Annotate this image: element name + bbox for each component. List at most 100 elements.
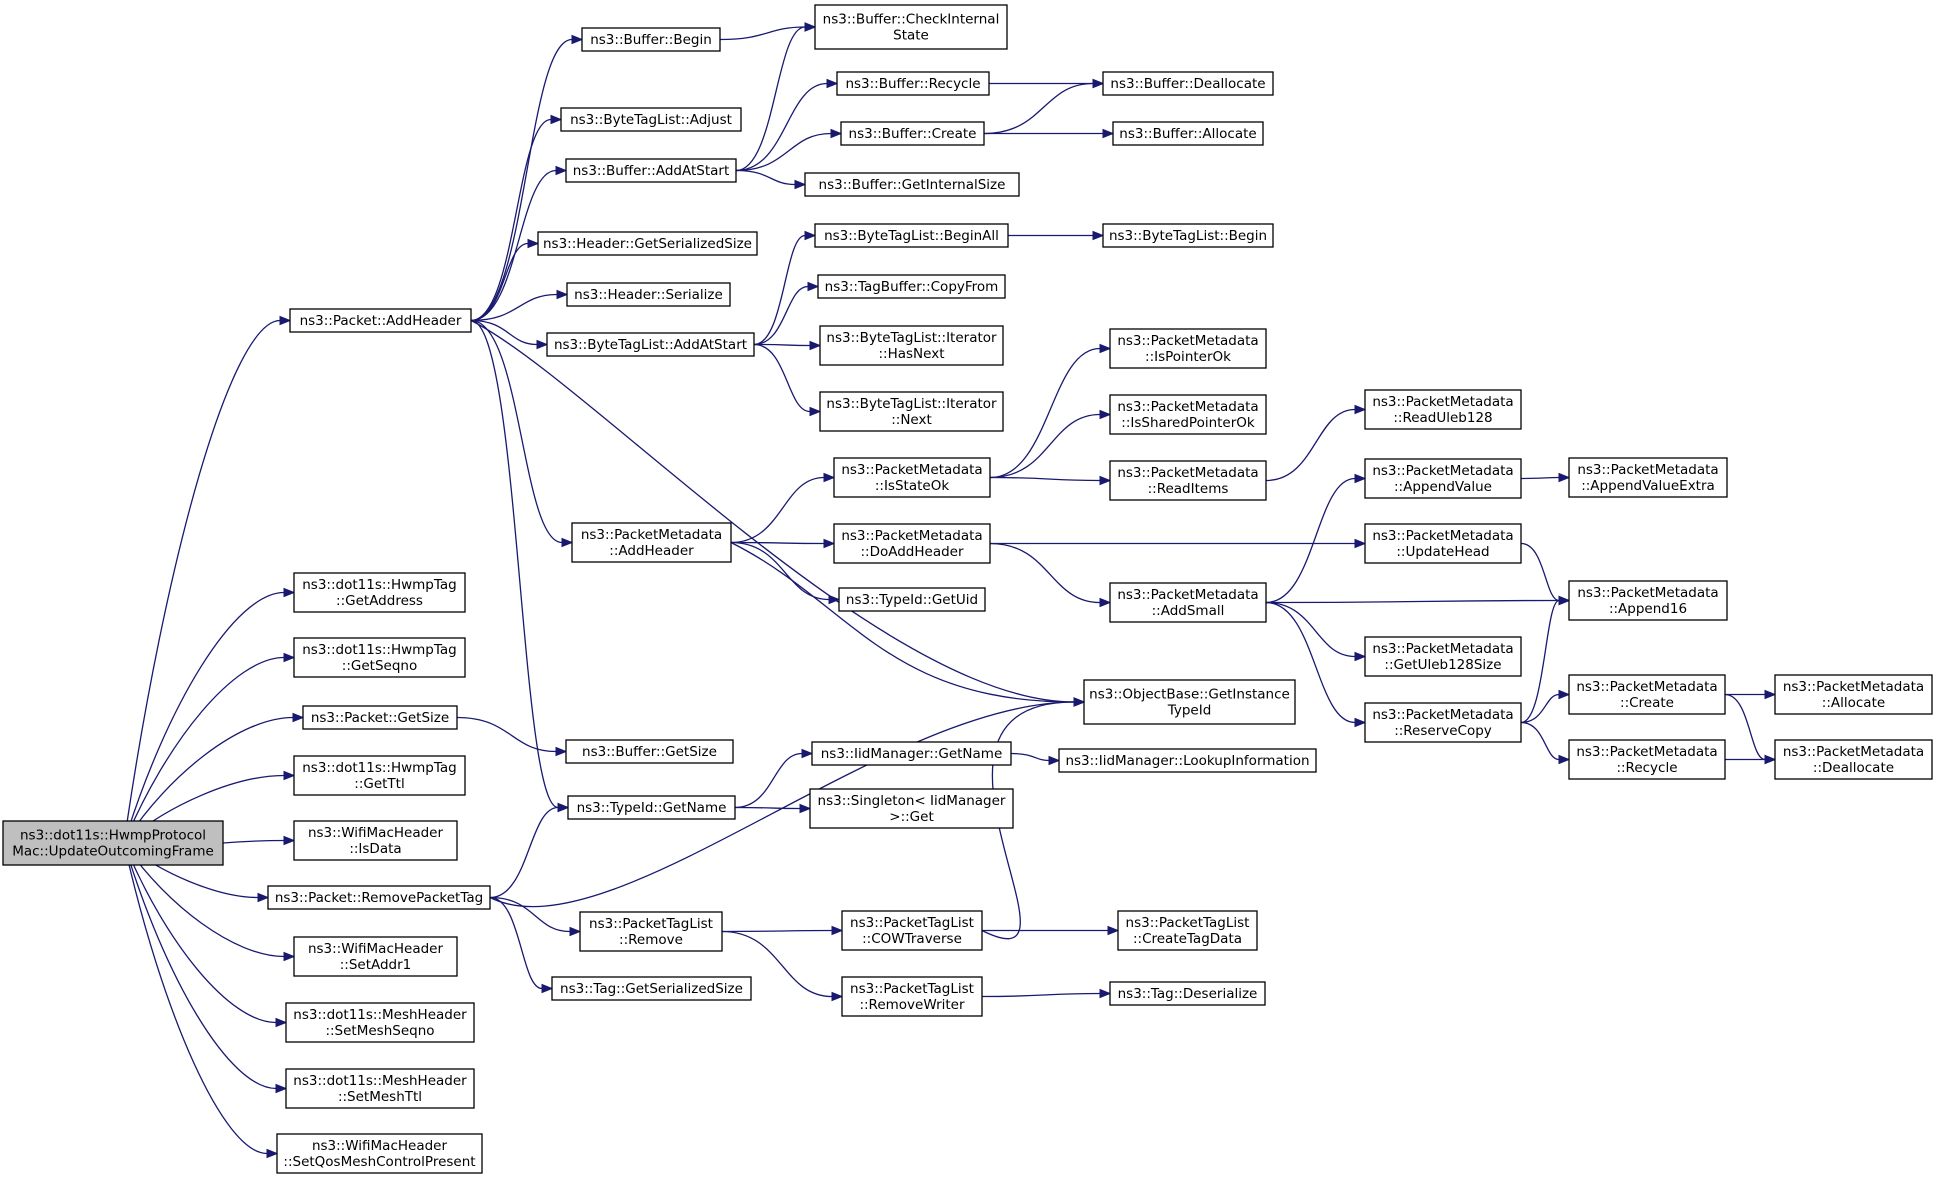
- node-ns3-packetmetadata-ispointerok[interactable]: ns3::PacketMetadata::IsPointerOk: [1109, 328, 1267, 369]
- node-label: ns3::Tag::Deserialize: [1118, 986, 1258, 1002]
- node-ns3-packetmetadata-reservecopy[interactable]: ns3::PacketMetadata::ReserveCopy: [1364, 702, 1522, 743]
- node-ns3-header-serialize[interactable]: ns3::Header::Serialize: [566, 282, 731, 307]
- node-ns3-packetmetadata-getuleb128size[interactable]: ns3::PacketMetadata::GetUleb128Size: [1364, 636, 1522, 677]
- node-label: ns3::WifiMacHeader: [308, 825, 444, 841]
- node-ns3-wifimacheader-setqosmeshcontrolpresent[interactable]: ns3::WifiMacHeader::SetQosMeshControlPre…: [276, 1133, 483, 1174]
- node-ns3-bytetaglist-iterator-next[interactable]: ns3::ByteTagList::Iterator::Next: [819, 391, 1004, 432]
- node-ns3-buffer-deallocate[interactable]: ns3::Buffer::Deallocate: [1102, 71, 1274, 96]
- node-ns3-packetmetadata-create[interactable]: ns3::PacketMetadata::Create: [1568, 674, 1726, 715]
- node-ns3-buffer-allocate[interactable]: ns3::Buffer::Allocate: [1112, 121, 1264, 146]
- node-ns3-buffer-getsize[interactable]: ns3::Buffer::GetSize: [565, 739, 734, 764]
- node-ns3-typeid-getuid[interactable]: ns3::TypeId::GetUid: [838, 587, 986, 612]
- node-ns3-packettaglist-remove[interactable]: ns3::PacketTagList::Remove: [579, 911, 723, 952]
- node-ns3-packetmetadata-readitems[interactable]: ns3::PacketMetadata::ReadItems: [1109, 460, 1267, 501]
- edge-ns3-buffer-addatstart-to-ns3-buffer-create: [735, 128, 843, 172]
- node-ns3-packetmetadata-updatehead[interactable]: ns3::PacketMetadata::UpdateHead: [1364, 523, 1522, 564]
- node-ns3-wifimacheader-setaddr1[interactable]: ns3::WifiMacHeader::SetAddr1: [293, 936, 458, 977]
- node-ns3-dot11s-hwmptag-getseqno[interactable]: ns3::dot11s::HwmpTag::GetSeqno: [293, 637, 466, 678]
- node-box: [289, 308, 472, 333]
- node-ns3-bytetaglist-iterator-hasnext[interactable]: ns3::ByteTagList::Iterator::HasNext: [819, 325, 1004, 366]
- arrow-head: [527, 238, 540, 249]
- arrow-head: [1048, 755, 1061, 766]
- node-ns3-dot11s-meshheader-setmeshttl[interactable]: ns3::dot11s::MeshHeader::SetMeshTtl: [285, 1068, 475, 1109]
- node-ns3-packetmetadata-appendvalueextra[interactable]: ns3::PacketMetadata::AppendValueExtra: [1568, 457, 1728, 498]
- arrow-head: [794, 179, 807, 190]
- node-ns3-typeid-getname[interactable]: ns3::TypeId::GetName: [567, 795, 736, 820]
- node-ns3-packet-addheader[interactable]: ns3::Packet::AddHeader: [289, 308, 472, 333]
- arrow-head: [1099, 988, 1112, 999]
- node-ns3-packet-removepackettag[interactable]: ns3::Packet::RemovePacketTag: [267, 885, 491, 910]
- arrow-head: [799, 803, 812, 814]
- node-ns3-dot11s-meshheader-setmeshseqno[interactable]: ns3::dot11s::MeshHeader::SetMeshSeqno: [285, 1002, 475, 1043]
- arrow-head: [556, 289, 569, 300]
- node-ns3-wifimacheader-isdata[interactable]: ns3::WifiMacHeader::IsData: [293, 820, 458, 861]
- node-label: ::AddHeader: [609, 543, 694, 559]
- node-ns3-dot11s-hwmptag-getttl[interactable]: ns3::dot11s::HwmpTag::GetTtl: [293, 755, 466, 796]
- node-label: ns3::ObjectBase::GetInstance: [1089, 687, 1290, 703]
- arrow-head: [1092, 78, 1105, 89]
- arrow-head: [1558, 754, 1571, 765]
- arrow-head: [1764, 754, 1777, 765]
- node-ns3-iidmanager-getname[interactable]: ns3::IidManager::GetName: [811, 741, 1012, 766]
- node-ns3-packetmetadata-addsmall[interactable]: ns3::PacketMetadata::AddSmall: [1109, 582, 1267, 623]
- arrow-head: [1354, 404, 1367, 415]
- node-ns3-bytetaglist-begin[interactable]: ns3::ByteTagList::Begin: [1102, 223, 1274, 248]
- edge-ns3-packetmetadata-isstateok-to-ns3-packetmetadata-ispointerok: [989, 343, 1112, 479]
- edge-ns3-dot11s-hwmpprotocolmac-updateoutcomingframe-to-ns3-wifimacheader-setqosmeshcontrolpresent: [123, 842, 279, 1159]
- node-ns3-packet-getsize[interactable]: ns3::Packet::GetSize: [302, 705, 458, 730]
- node-box: [817, 274, 1006, 299]
- node-ns3-packettaglist-cowtraverse[interactable]: ns3::PacketTagList::COWTraverse: [841, 910, 983, 951]
- node-ns3-packettaglist-removewriter[interactable]: ns3::PacketTagList::RemoveWriter: [841, 976, 983, 1017]
- node-ns3-packetmetadata-recycle[interactable]: ns3::PacketMetadata::Recycle: [1568, 739, 1726, 780]
- node-ns3-packetmetadata-readuleb128[interactable]: ns3::PacketMetadata::ReadUleb128: [1364, 389, 1522, 430]
- node-ns3-packetmetadata-appendvalue[interactable]: ns3::PacketMetadata::AppendValue: [1364, 458, 1522, 499]
- arrow-head: [266, 1148, 279, 1159]
- node-ns3-dot11s-hwmpprotocolmac-updateoutcomingframe[interactable]: ns3::dot11s::HwmpProtocolMac::UpdateOutc…: [2, 820, 224, 866]
- node-ns3-buffer-addatstart[interactable]: ns3::Buffer::AddAtStart: [565, 158, 737, 183]
- node-ns3-packetmetadata-addheader[interactable]: ns3::PacketMetadata::AddHeader: [571, 522, 732, 563]
- node-ns3-iidmanager-lookupinformation[interactable]: ns3::IidManager::LookupInformation: [1058, 748, 1317, 773]
- node-ns3-packetmetadata-append16[interactable]: ns3::PacketMetadata::Append16: [1568, 580, 1728, 621]
- node-ns3-tag-getserializedsize[interactable]: ns3::Tag::GetSerializedSize: [551, 976, 752, 1001]
- edge-ns3-packetmetadata-addheader-to-ns3-typeid-getuid: [730, 541, 841, 605]
- node-ns3-singleton-iidmanager-get[interactable]: ns3::Singleton< IidManager>::Get: [809, 788, 1014, 829]
- edge-ns3-packet-addheader-to-ns3-bytetaglist-adjust: [470, 114, 563, 322]
- node-ns3-bytetaglist-beginall[interactable]: ns3::ByteTagList::BeginAll: [814, 223, 1009, 248]
- node-box: [1102, 223, 1274, 248]
- edge-ns3-packetmetadata-addheader-to-ns3-packetmetadata-isstateok: [730, 472, 836, 544]
- node-ns3-packetmetadata-deallocate[interactable]: ns3::PacketMetadata::Deallocate: [1774, 739, 1933, 780]
- node-ns3-packetmetadata-allocate[interactable]: ns3::PacketMetadata::Allocate: [1774, 674, 1933, 715]
- node-ns3-dot11s-hwmptag-getaddress[interactable]: ns3::dot11s::HwmpTag::GetAddress: [293, 572, 466, 613]
- node-ns3-buffer-recycle[interactable]: ns3::Buffer::Recycle: [836, 71, 990, 96]
- node-label: ns3::PacketMetadata: [1576, 744, 1717, 760]
- arrow-head: [557, 802, 570, 813]
- node-ns3-packetmetadata-issharedpointerok[interactable]: ns3::PacketMetadata::IsSharedPointerOk: [1109, 394, 1267, 435]
- node-ns3-buffer-begin[interactable]: ns3::Buffer::Begin: [581, 27, 721, 52]
- arrow-head: [555, 746, 568, 757]
- node-label: ::IsStateOk: [875, 478, 949, 494]
- node-ns3-packetmetadata-isstateok[interactable]: ns3::PacketMetadata::IsStateOk: [833, 457, 991, 498]
- edge-ns3-packetmetadata-addsmall-to-ns3-packetmetadata-appendvalue: [1265, 473, 1367, 604]
- node-box: [1083, 679, 1296, 725]
- node-label: ns3::dot11s::HwmpProtocol: [20, 828, 206, 844]
- node-ns3-tagbuffer-copyfrom[interactable]: ns3::TagBuffer::CopyFrom: [817, 274, 1006, 299]
- node-ns3-bytetaglist-addatstart[interactable]: ns3::ByteTagList::AddAtStart: [546, 332, 755, 357]
- node-ns3-buffer-create[interactable]: ns3::Buffer::Create: [840, 121, 985, 146]
- node-label: State: [893, 28, 929, 44]
- arrow-head: [550, 114, 563, 125]
- arrow-head: [830, 128, 843, 139]
- arrow-head: [283, 652, 296, 663]
- node-ns3-bytetaglist-adjust[interactable]: ns3::ByteTagList::Adjust: [560, 107, 742, 132]
- node-ns3-packetmetadata-doaddheader[interactable]: ns3::PacketMetadata::DoAddHeader: [833, 523, 991, 564]
- node-box: [838, 587, 986, 612]
- node-label: ::ReserveCopy: [1394, 723, 1492, 739]
- node-ns3-buffer-getinternalsize[interactable]: ns3::Buffer::GetInternalSize: [804, 172, 1020, 197]
- edge-ns3-packettaglist-remove-to-ns3-packettaglist-removewriter: [721, 930, 844, 1002]
- edge-ns3-dot11s-hwmpprotocolmac-updateoutcomingframe-to-ns3-dot11s-hwmptag-getseqno: [123, 652, 296, 844]
- node-label: ::AppendValue: [1394, 479, 1492, 495]
- node-ns3-tag-deserialize[interactable]: ns3::Tag::Deserialize: [1109, 981, 1266, 1006]
- node-ns3-packettaglist-createtagdata[interactable]: ns3::PacketTagList::CreateTagData: [1117, 910, 1258, 951]
- node-ns3-header-getserializedsize[interactable]: ns3::Header::GetSerializedSize: [537, 231, 758, 256]
